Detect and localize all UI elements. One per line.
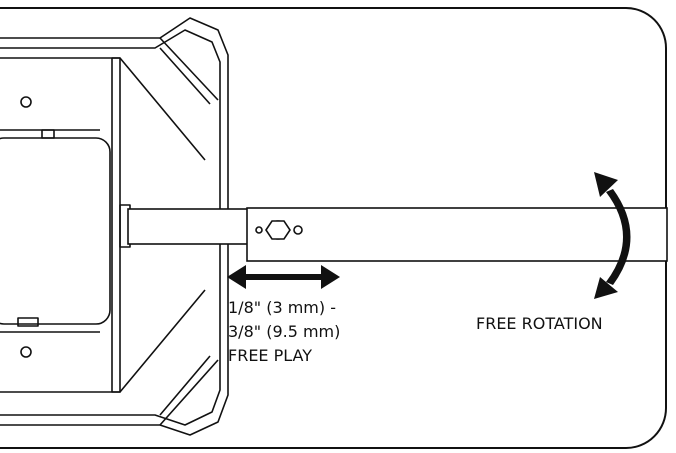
pin-fastener-icon	[255, 220, 303, 240]
inner-tube	[127, 208, 251, 245]
free-play-line-2: 3/8" (9.5 mm)	[228, 322, 340, 341]
free-play-label: 1/8" (3 mm) - 3/8" (9.5 mm) FREE PLAY	[228, 298, 340, 365]
free-play-line-3: FREE PLAY	[228, 346, 312, 365]
free-rotation-arrow-icon	[594, 172, 631, 299]
free-rotation-label: FREE ROTATION	[476, 314, 603, 333]
free-play-arrow-icon	[227, 265, 340, 289]
outer-tube	[246, 207, 668, 262]
free-play-line-1: 1/8" (3 mm) -	[228, 298, 336, 317]
